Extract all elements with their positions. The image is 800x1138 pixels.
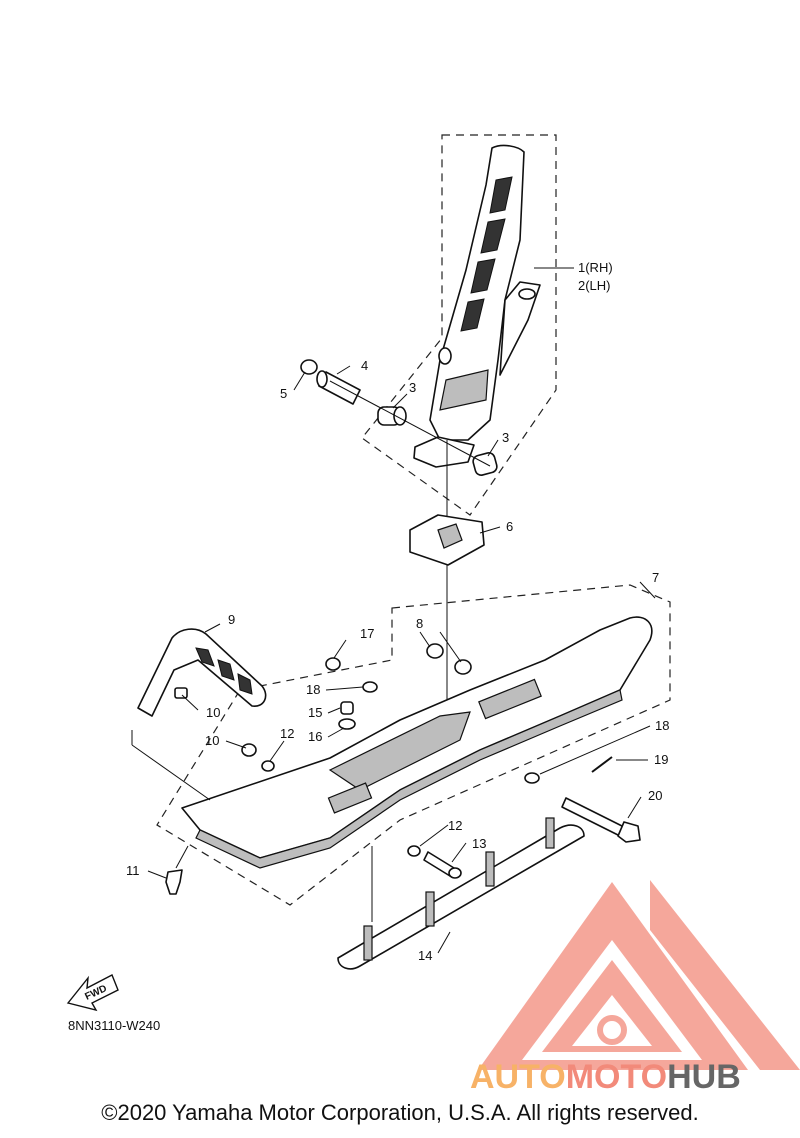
washer-18-lower bbox=[524, 772, 540, 784]
label-part-3-left: 3 bbox=[409, 380, 416, 395]
washer-16 bbox=[338, 718, 356, 730]
label-part-16: 16 bbox=[308, 729, 322, 744]
bolt-13 bbox=[423, 851, 462, 879]
label-part-13: 13 bbox=[472, 836, 486, 851]
wear-bar-14 bbox=[337, 817, 585, 970]
ski-group-boundary bbox=[156, 584, 671, 906]
label-part-12-upper: 12 bbox=[280, 726, 294, 741]
label-part-12-lower: 12 bbox=[448, 818, 462, 833]
fwd-arrow-icon: FWD bbox=[66, 974, 119, 1012]
watermark-part-hub: HUB bbox=[667, 1058, 741, 1096]
washer-12-lower bbox=[407, 845, 421, 857]
label-part-11: 11 bbox=[126, 863, 140, 878]
label-part-15: 15 bbox=[308, 705, 322, 720]
washer-5 bbox=[300, 359, 318, 375]
shaft-4 bbox=[316, 370, 361, 405]
label-part-6: 6 bbox=[506, 519, 513, 534]
label-part-18-lower: 18 bbox=[655, 718, 669, 733]
washer-18-upper bbox=[362, 681, 378, 693]
diagram-code: 8NN3110-W240 bbox=[68, 1018, 160, 1033]
copyright-notice: ©2020 Yamaha Motor Corporation, U.S.A. A… bbox=[101, 1100, 699, 1125]
label-part-10-top: 10 bbox=[206, 705, 220, 720]
pin-19 bbox=[591, 756, 613, 773]
bolt-20 bbox=[561, 797, 641, 843]
bolt-11 bbox=[165, 869, 183, 895]
watermark-part-moto: MOTO bbox=[566, 1058, 667, 1096]
label-part-9: 9 bbox=[228, 612, 235, 627]
nut-10-top bbox=[174, 687, 188, 699]
collar-3-left bbox=[377, 406, 407, 426]
damper-6 bbox=[409, 514, 485, 566]
automotohub-logo bbox=[478, 880, 800, 1070]
nut-8-right bbox=[454, 659, 472, 675]
watermark-part-auto: AUTO bbox=[470, 1058, 566, 1096]
label-part-10-side: 10 bbox=[205, 733, 219, 748]
label-part-17: 17 bbox=[360, 626, 374, 641]
spindle bbox=[413, 144, 541, 468]
label-part-4: 4 bbox=[361, 358, 368, 373]
label-part-5: 5 bbox=[280, 386, 287, 401]
nut-10-side bbox=[241, 743, 257, 757]
collar-3-right bbox=[472, 452, 498, 476]
label-part-2: 2(LH) bbox=[578, 278, 611, 293]
label-part-20: 20 bbox=[648, 788, 662, 803]
label-part-14: 14 bbox=[418, 948, 432, 963]
ski-7 bbox=[181, 616, 653, 869]
handle-9 bbox=[137, 628, 267, 717]
label-part-19: 19 bbox=[654, 752, 668, 767]
collar-15 bbox=[340, 701, 354, 715]
label-part-7: 7 bbox=[652, 570, 659, 585]
label-part-8: 8 bbox=[416, 616, 423, 631]
nut-17 bbox=[325, 657, 341, 671]
watermark-text: AUTOMOTOHUB bbox=[470, 1058, 741, 1096]
spindle-group-boundary bbox=[361, 134, 557, 516]
label-part-18-upper: 18 bbox=[306, 682, 320, 697]
label-part-1: 1(RH) bbox=[578, 260, 613, 275]
washer-12-upper bbox=[261, 760, 275, 772]
nut-8-left bbox=[426, 643, 444, 659]
label-part-3-right: 3 bbox=[502, 430, 509, 445]
